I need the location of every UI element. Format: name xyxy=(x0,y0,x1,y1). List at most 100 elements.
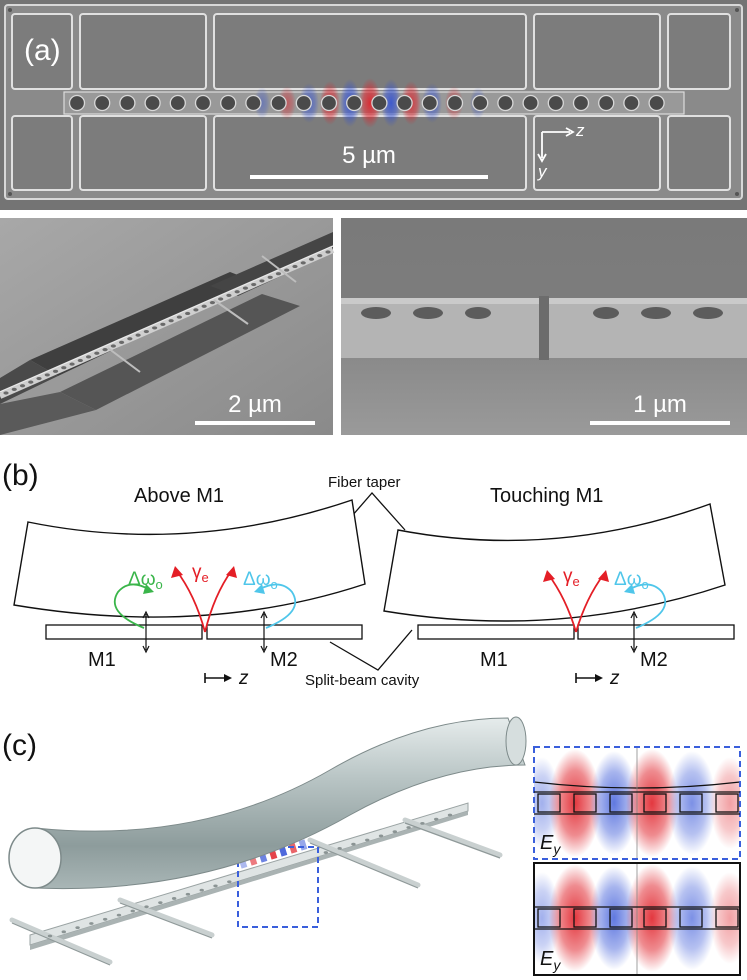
beam-hole xyxy=(102,348,108,352)
z-left: z xyxy=(238,668,249,689)
beam-hole xyxy=(227,880,232,884)
panel-a-axis-z: z xyxy=(575,121,585,140)
green-arrow-left xyxy=(113,583,154,629)
beam-hole xyxy=(209,301,216,305)
beam-hole xyxy=(194,94,212,112)
beam-hole xyxy=(623,94,640,112)
beam-hole xyxy=(185,892,191,896)
beam-hole xyxy=(213,884,218,888)
beam-hole-box xyxy=(537,793,561,813)
cavity-left-m1 xyxy=(45,624,203,640)
beam-hole xyxy=(275,272,282,276)
beam-hole xyxy=(346,94,363,112)
beam-hole xyxy=(61,930,66,934)
field-map-top xyxy=(533,746,741,860)
sem-right-image xyxy=(341,218,747,435)
panel-a-scale-label: 5 µm xyxy=(342,142,396,169)
beam-hole xyxy=(406,826,411,829)
beam-hole xyxy=(85,355,92,359)
beam-hole xyxy=(323,851,329,854)
panel-b-fiber-label: Fiber taper xyxy=(328,474,401,491)
m1-left: M1 xyxy=(88,649,116,671)
beam-hole xyxy=(152,326,158,330)
beam-hole xyxy=(3,391,9,395)
beam-hole xyxy=(434,817,439,821)
beam-hole xyxy=(270,94,287,112)
beam-hole xyxy=(75,926,80,930)
beam-hole-box xyxy=(537,908,561,928)
beam-hole xyxy=(259,279,265,283)
beam-hole-box xyxy=(643,793,667,813)
beam-hole xyxy=(220,94,237,112)
cyan-arrow-left xyxy=(254,583,297,629)
beam-hole xyxy=(245,94,262,112)
beam-hole xyxy=(420,821,425,825)
fiber-taper-left xyxy=(13,499,366,618)
beam-hole xyxy=(11,387,17,391)
gamma-arrows-right xyxy=(543,570,609,633)
beam-hole xyxy=(392,830,398,834)
m2-right: M2 xyxy=(640,649,668,671)
beam-hole xyxy=(77,358,83,363)
panel-a-axis-y: y xyxy=(537,162,548,181)
beam-hole xyxy=(226,293,232,297)
panel-c-label: (c) xyxy=(2,729,37,762)
beam-hole xyxy=(94,94,111,112)
beam-hole xyxy=(648,94,665,112)
beam-hole xyxy=(119,94,136,112)
z-right: z xyxy=(609,668,620,689)
beam-hole xyxy=(160,322,166,326)
beam-hole-box xyxy=(715,908,739,928)
cavity-right-m2 xyxy=(577,624,735,640)
beam-hole xyxy=(242,286,249,290)
beam-hole xyxy=(446,94,464,112)
beam-hole xyxy=(267,275,273,279)
fiber-taper-right xyxy=(383,503,726,622)
beam-hole xyxy=(547,94,564,112)
beam-hole xyxy=(295,94,312,112)
beam-hole xyxy=(251,282,257,287)
beam-hole xyxy=(396,94,413,112)
sem-left-scale-label: 2 µm xyxy=(228,391,282,418)
cyan-arrow-right xyxy=(624,583,667,629)
beam-hole xyxy=(36,376,42,381)
beam-hole xyxy=(218,297,224,301)
beam-hole xyxy=(421,94,438,112)
panel-c-3d-render xyxy=(8,716,527,966)
beam-hole xyxy=(47,934,53,938)
m1-right: M1 xyxy=(480,649,508,671)
beam-hole xyxy=(193,308,199,312)
panel-b-left-title: Above M1 xyxy=(134,485,224,507)
field-bottom-label: Ey xyxy=(540,948,561,973)
panel-b-label: (b) xyxy=(2,459,39,492)
beam-hole-box xyxy=(679,793,703,813)
beam-hole xyxy=(118,340,125,344)
beam-hole xyxy=(168,319,174,323)
delta-omega-blue-right: Δωo xyxy=(614,569,649,592)
beam-hole xyxy=(201,304,207,308)
beam-hole xyxy=(320,94,338,112)
beam-hole xyxy=(176,315,182,319)
beam-hole xyxy=(351,842,356,846)
field-top-label: Ey xyxy=(540,832,561,857)
beam-hole xyxy=(144,94,161,112)
beam-hole xyxy=(199,888,204,892)
displacement-arrows xyxy=(142,610,638,654)
cavity-pointer xyxy=(329,629,413,671)
beam-hole xyxy=(130,909,135,913)
beam-hole xyxy=(292,264,298,269)
beam-hole xyxy=(317,254,323,258)
beam-hole-box xyxy=(609,793,633,813)
delta-omega-blue-left: Δωo xyxy=(243,569,278,592)
beam-hole xyxy=(522,94,539,112)
beam-hole xyxy=(284,268,290,272)
panel-a-label: (a) xyxy=(24,34,61,67)
beam-hole xyxy=(102,917,108,921)
beam-hole-box xyxy=(643,908,667,928)
beam-hole xyxy=(378,834,384,838)
beam-hole xyxy=(337,846,342,850)
beam-hole xyxy=(110,344,116,348)
beam-hole xyxy=(144,905,149,909)
beam-hole xyxy=(598,94,615,112)
